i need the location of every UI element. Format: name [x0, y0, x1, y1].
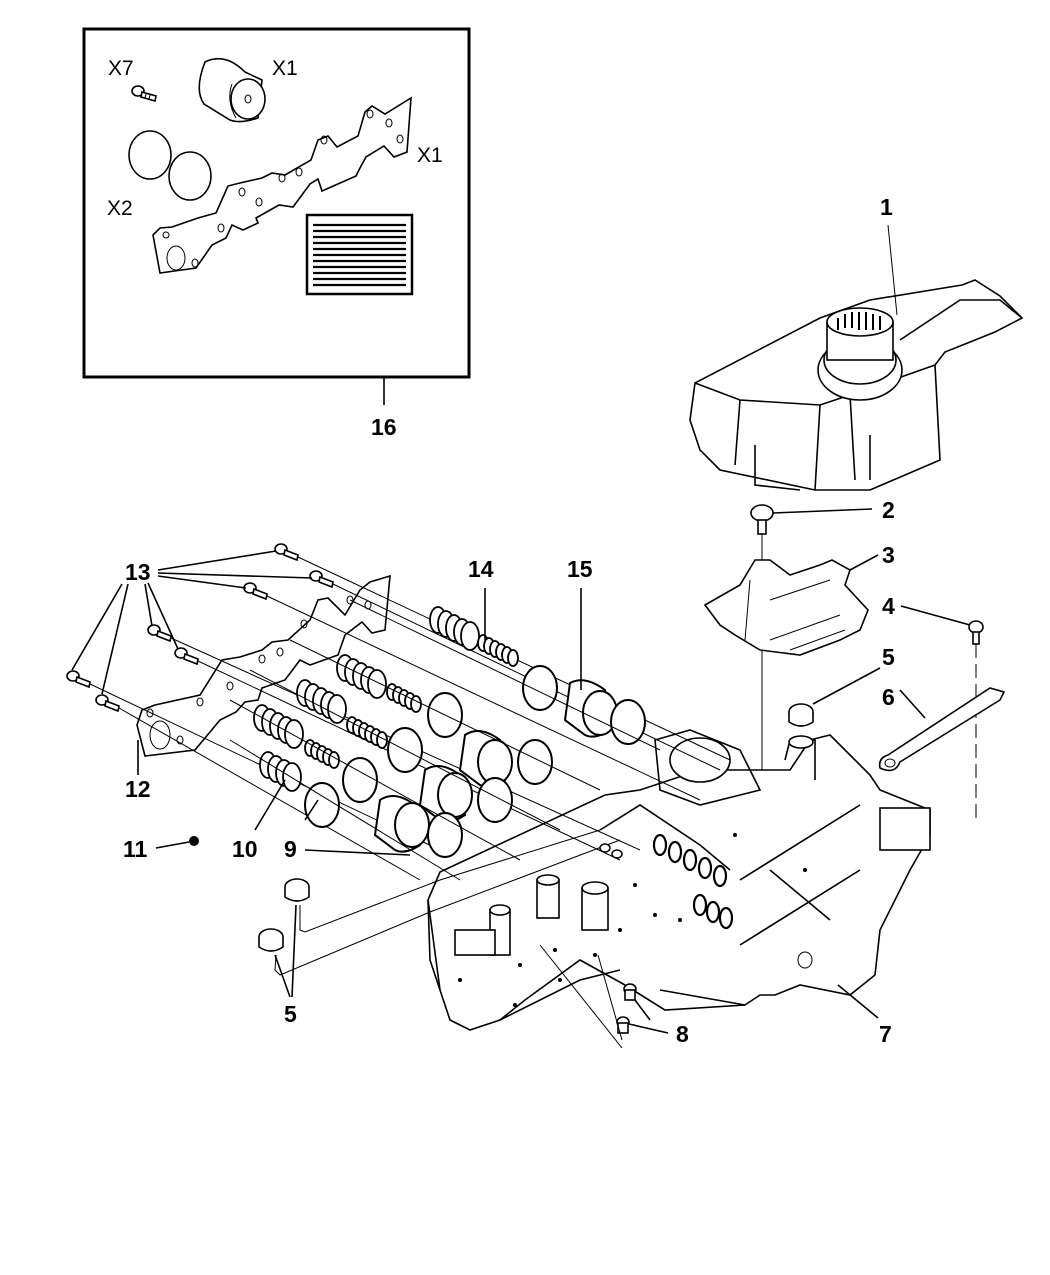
callout-8: 8	[676, 1021, 689, 1047]
springs-pistons-illustration: 14 15 10 9	[229, 556, 661, 881]
callout-6: 6	[882, 684, 895, 710]
instruction-card	[305, 213, 414, 296]
kit-piston-icon	[198, 57, 266, 123]
cover-plate-12-illustration: 12	[125, 574, 391, 802]
solenoid-module-illustration: 1	[689, 194, 1024, 491]
callout-2: 2	[882, 497, 895, 523]
callout-5-lower: 5	[284, 1001, 297, 1027]
kit-box: X7 X1 X2 X1 16	[82, 27, 471, 440]
kit-oring-icon	[128, 130, 172, 180]
seal-cup-5-lower-illustration: 5	[258, 829, 621, 1027]
callout-7: 7	[879, 1021, 892, 1047]
kit-gasket-icon	[152, 96, 412, 274]
callout-16: 16	[371, 414, 397, 440]
seal-cup-5-upper-illustration: 5	[788, 644, 895, 727]
callout-10: 10	[232, 836, 258, 862]
screw-4-illustration: 4	[882, 593, 984, 820]
callout-1: 1	[880, 194, 893, 220]
valve-body-7-illustration: 7	[427, 729, 931, 1047]
detent-spring-6-illustration: 6	[878, 684, 1006, 772]
kit-label-x2: X2	[107, 197, 133, 220]
check-ball-11-illustration: 11	[123, 836, 199, 862]
kit-label-x1-gasket: X1	[417, 144, 443, 167]
callout-3: 3	[882, 542, 895, 568]
kit-label-x1-piston: X1	[272, 57, 298, 80]
callout-14: 14	[468, 556, 494, 582]
callout-11: 11	[123, 836, 148, 862]
kit-bolt-icon	[131, 85, 157, 103]
callout-12: 12	[125, 776, 151, 802]
plug-8-illustration: 8	[539, 944, 689, 1049]
callout-15: 15	[567, 556, 593, 582]
callout-13: 13	[125, 559, 151, 585]
kit-oring-icon	[168, 151, 212, 201]
callout-9: 9	[284, 836, 297, 862]
kit-label-x7: X7	[108, 57, 134, 80]
callout-5-upper: 5	[882, 644, 895, 670]
detent-plate-3-illustration: 3	[703, 542, 895, 656]
callout-4: 4	[882, 593, 895, 619]
